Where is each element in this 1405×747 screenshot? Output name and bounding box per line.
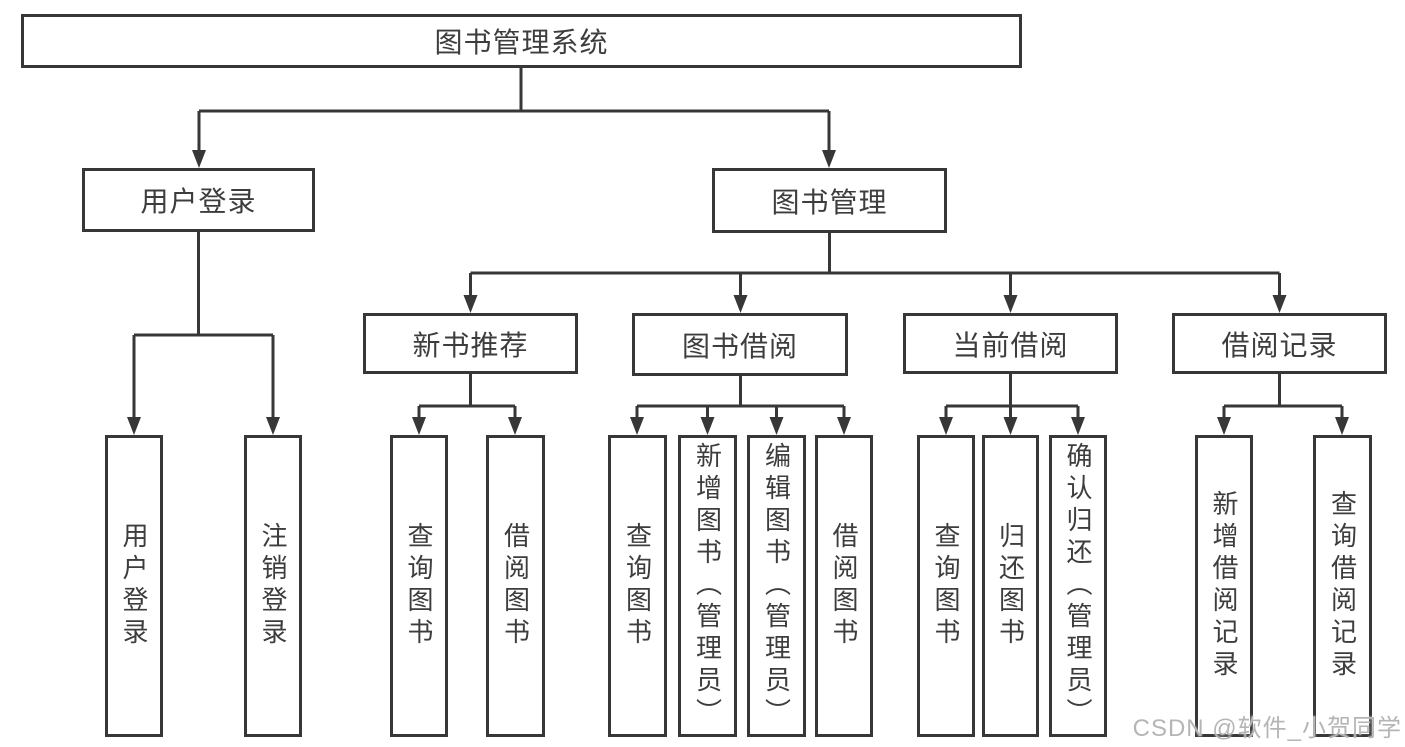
node-label: 借阅图书 xyxy=(500,522,531,650)
node-label: 新书推荐 xyxy=(412,329,529,361)
node-label: 查询图书 xyxy=(931,522,961,650)
leaf-query-books-borrowing: 查询图书 xyxy=(608,435,667,737)
leaf-query-books-current: 查询图书 xyxy=(917,435,975,737)
node-borrowing-records: 借阅记录 xyxy=(1172,313,1387,374)
leaf-add-borrow-record: 新增借阅记录 xyxy=(1195,435,1253,737)
node-book-management: 图书管理 xyxy=(712,168,947,233)
node-label: 用户登录 xyxy=(140,186,257,217)
node-book-borrowing: 图书借阅 xyxy=(632,313,848,376)
node-label: 查询图书 xyxy=(404,522,434,650)
node-label: 查询借阅记录 xyxy=(1327,490,1358,682)
node-label: 新增图书（管理员） xyxy=(692,442,723,730)
leaf-query-books-recommend: 查询图书 xyxy=(390,435,448,737)
node-label: 查询图书 xyxy=(622,522,653,650)
node-label: 归还图书 xyxy=(995,522,1026,650)
node-user-login: 用户登录 xyxy=(82,168,315,232)
leaf-return-books: 归还图书 xyxy=(982,435,1039,737)
node-label: 借阅记录 xyxy=(1221,329,1338,361)
node-label: 借阅图书 xyxy=(829,522,859,650)
node-label: 确认归还（管理员） xyxy=(1063,442,1093,730)
leaf-confirm-return-admin: 确认归还（管理员） xyxy=(1049,435,1107,737)
node-label: 图书管理 xyxy=(771,186,888,218)
node-new-book-recommend: 新书推荐 xyxy=(363,313,578,374)
node-label: 注销登录 xyxy=(258,522,288,650)
csdn-watermark: CSDN @软件_小贺同学 xyxy=(1132,715,1402,742)
leaf-user-login: 用户登录 xyxy=(105,435,163,737)
node-label: 编辑图书（管理员） xyxy=(761,442,792,730)
node-label: 用户登录 xyxy=(119,522,149,650)
leaf-query-borrow-record: 查询借阅记录 xyxy=(1313,435,1372,737)
leaf-borrow-books-recommend: 借阅图书 xyxy=(486,435,545,737)
leaf-borrow-books: 借阅图书 xyxy=(815,435,873,737)
node-label: 图书借阅 xyxy=(681,330,798,362)
node-label: 当前借阅 xyxy=(952,329,1069,361)
node-label: 图书管理系统 xyxy=(434,27,609,58)
leaf-edit-books-admin: 编辑图书（管理员） xyxy=(747,435,806,737)
node-current-borrowing: 当前借阅 xyxy=(903,313,1118,374)
leaf-logout: 注销登录 xyxy=(244,435,302,737)
node-library-management-system: 图书管理系统 xyxy=(21,14,1022,68)
node-label: 新增借阅记录 xyxy=(1209,490,1239,682)
leaf-add-books-admin: 新增图书（管理员） xyxy=(678,435,737,737)
tree-edges xyxy=(132,68,1344,423)
